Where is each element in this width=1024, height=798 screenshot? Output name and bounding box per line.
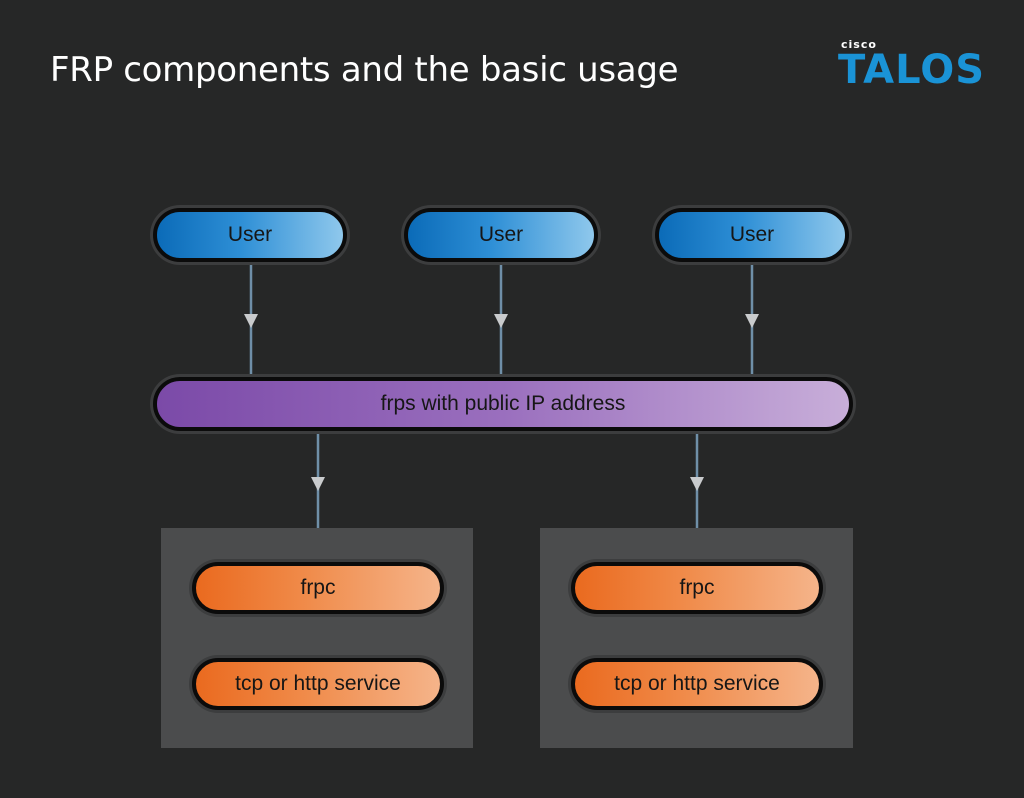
frpc-node-2: frpc xyxy=(571,562,823,614)
logo-brand-main: TALOS xyxy=(838,47,986,93)
frpc-node-label: frpc xyxy=(679,576,715,599)
arrow-down-icon xyxy=(244,314,258,328)
frpc-node-label: frpc xyxy=(300,576,336,599)
user-node-3: User xyxy=(655,208,849,262)
talos-logo: cisco TALOS xyxy=(838,38,988,93)
service-node-label: tcp or http service xyxy=(235,672,401,695)
frpc-node-1: frpc xyxy=(192,562,444,614)
user-node-2: User xyxy=(404,208,598,262)
user-node-label: User xyxy=(729,223,775,246)
service-node-1: tcp or http service xyxy=(192,658,444,710)
service-node-2: tcp or http service xyxy=(571,658,823,710)
arrow-down-icon xyxy=(745,314,759,328)
arrow-down-icon xyxy=(494,314,508,328)
service-node-label: tcp or http service xyxy=(614,672,780,695)
client-host-box-1: frpc tcp or http service xyxy=(161,528,473,748)
user-node-1: User xyxy=(153,208,347,262)
user-node-label: User xyxy=(227,223,273,246)
arrow-down-icon xyxy=(311,477,325,491)
client-host-box-2: frpc tcp or http service xyxy=(540,528,853,748)
page-title: FRP components and the basic usage xyxy=(50,50,679,90)
logo-brand-top: cisco xyxy=(841,38,877,51)
user-node-label: User xyxy=(478,223,524,246)
frps-node-label: frps with public IP address xyxy=(380,392,626,415)
frps-node: frps with public IP address xyxy=(153,377,853,431)
arrow-down-icon xyxy=(690,477,704,491)
